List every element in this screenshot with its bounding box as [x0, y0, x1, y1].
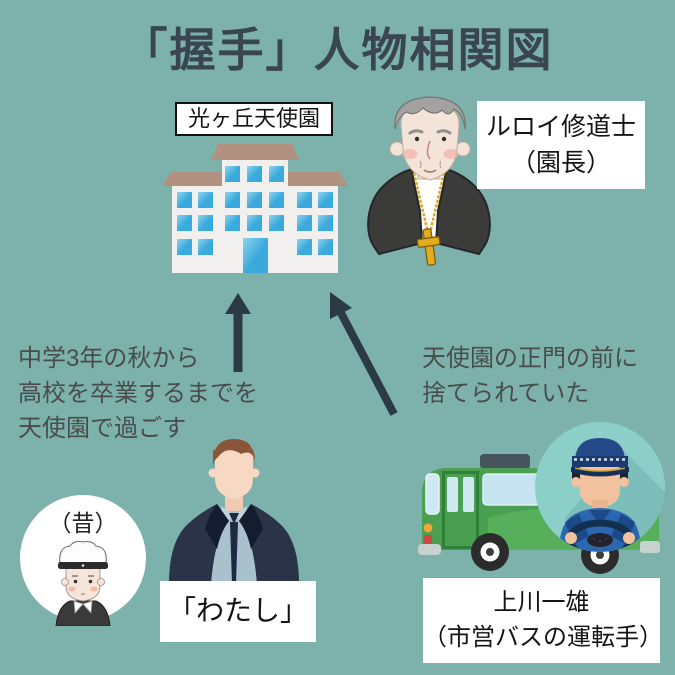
bus-driver-badge — [535, 422, 665, 552]
priest-name: ルロイ修道士 — [485, 112, 636, 141]
up-left-arrow-icon — [322, 288, 402, 418]
driver-note: 天使園の正門の前に 捨てられていた — [422, 341, 638, 411]
driver-name: 上川一雄 — [493, 588, 590, 616]
note-line: 高校を卒業するまでを — [18, 380, 258, 407]
orphanage-building-icon — [157, 141, 353, 277]
businessman-icon — [163, 437, 305, 584]
monk-portrait-icon — [364, 93, 494, 277]
past-self-badge: （昔） — [20, 495, 146, 626]
note-line: 天使園の正門の前に — [422, 345, 638, 372]
page-title: 「握手」人物相関図 — [121, 24, 554, 76]
past-badge-label: （昔） — [48, 510, 118, 536]
priest-label: ルロイ修道士 （園長） — [477, 101, 645, 189]
note-line: 天使園で過ごす — [18, 415, 187, 442]
watashi-label: 「わたし」 — [160, 581, 316, 642]
driver-role: （市営バスの運転手） — [423, 623, 663, 651]
building-label: 光ヶ丘天使園 — [175, 102, 333, 136]
note-line: 中学3年の秋から — [18, 345, 200, 372]
note-line: 捨てられていた — [422, 380, 590, 407]
priest-role: （園長） — [510, 149, 611, 177]
watashi-name: 「わたし」 — [167, 595, 308, 627]
building-name: 光ヶ丘天使園 — [187, 106, 320, 132]
driver-label: 上川一雄 （市営バスの運転手） — [423, 578, 663, 663]
up-arrow-icon — [224, 292, 252, 374]
schoolboy-icon — [55, 540, 111, 626]
bus-driver-icon — [559, 438, 665, 552]
watashi-note: 中学3年の秋から 高校を卒業するまでを 天使園で過ごす — [18, 341, 258, 446]
